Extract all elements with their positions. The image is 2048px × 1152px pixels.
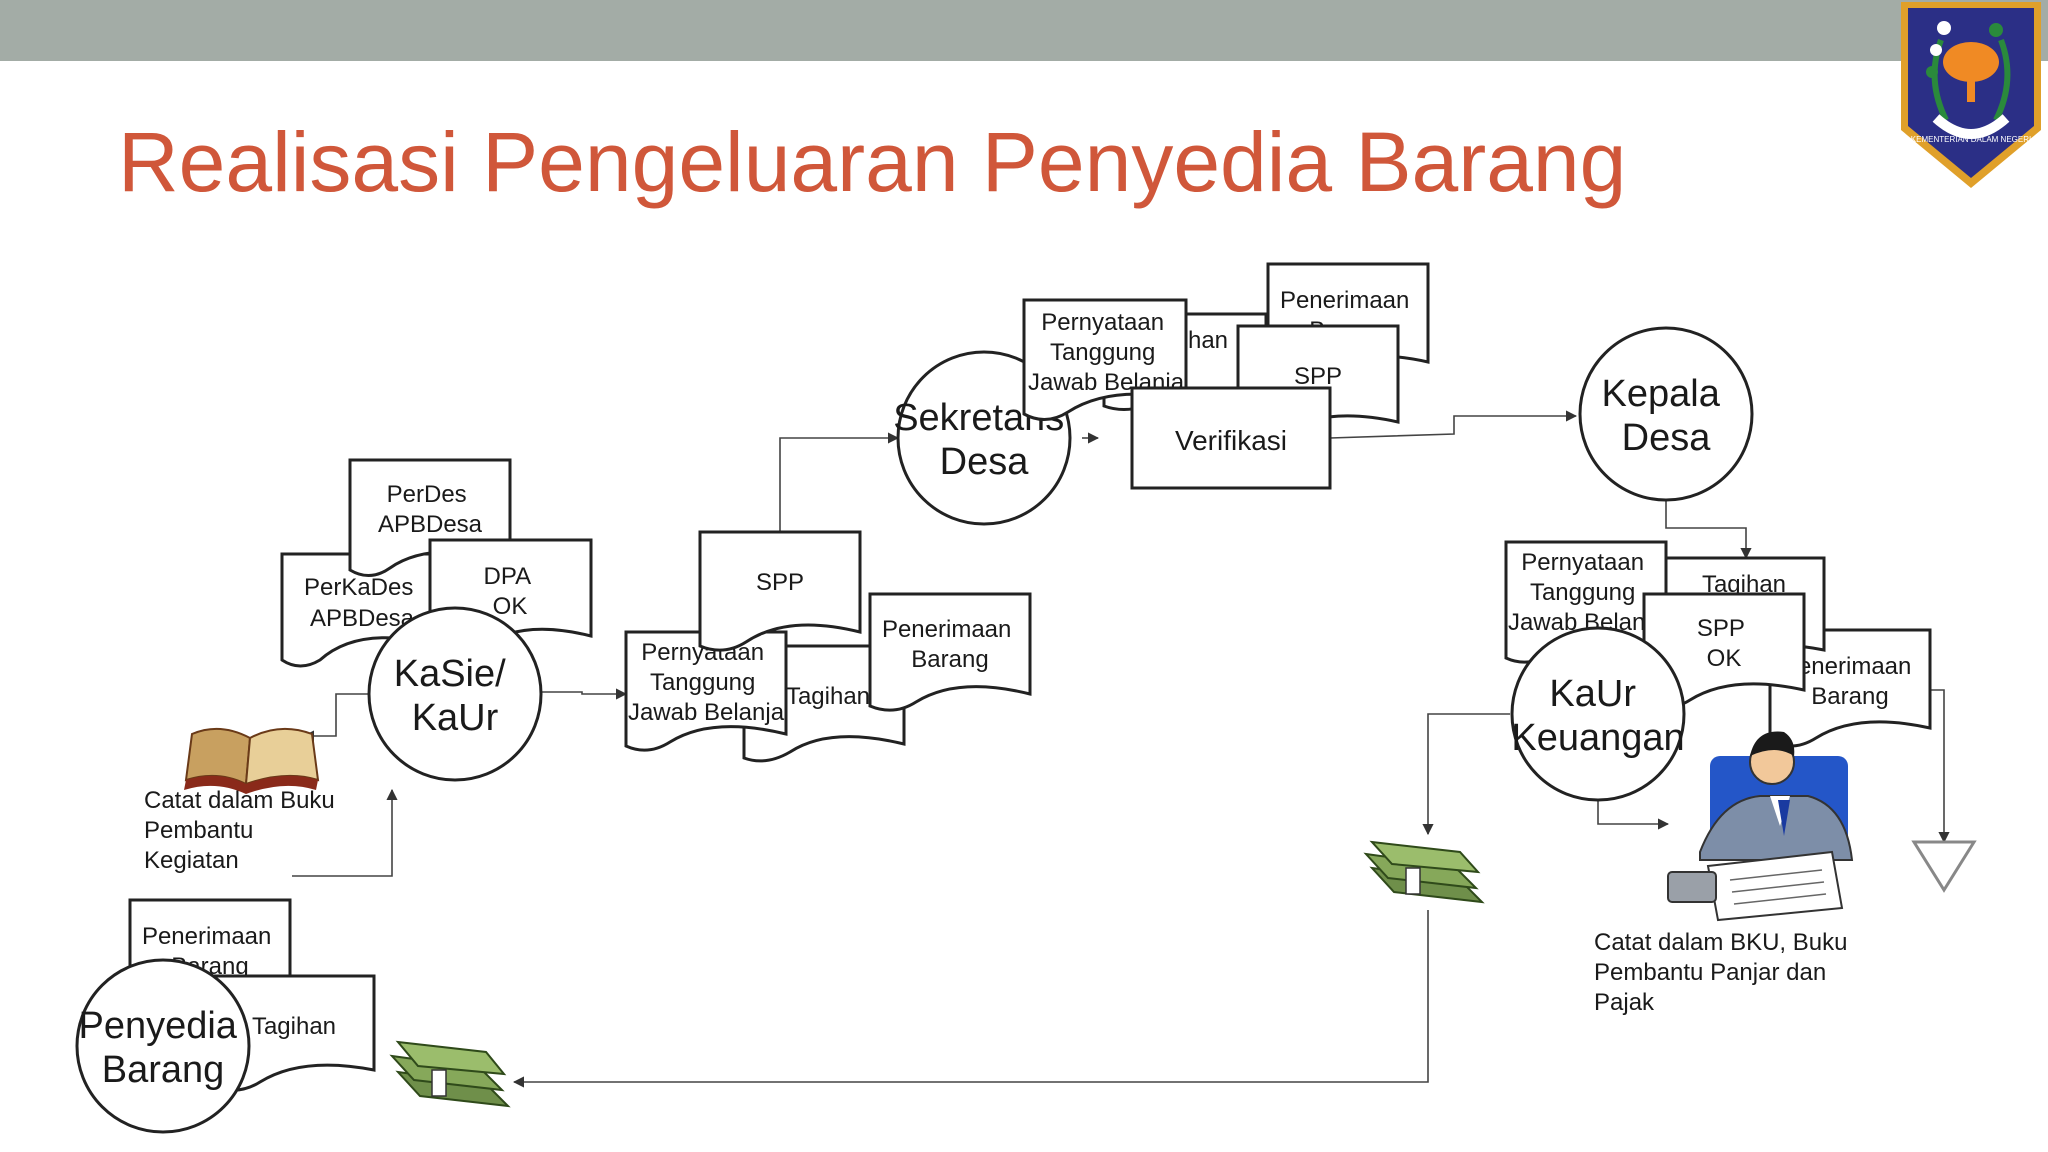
svg-text:DPA OK: DPA OK [484,563,537,620]
actor-penyedia-barang: Penyedia Barang [75,958,251,1134]
doc-pertanggungjawaban-right: Pernyataan Tanggung Jawab Belanja [1504,540,1668,664]
doc-verifikasi: Verifikasi [1130,386,1332,490]
top-banner [0,0,2048,61]
note-bku: Catat dalam BKU, Buku Pembantu Panjar da… [1594,929,1854,1016]
slide-title: Realisasi Pengeluaran Penyedia Barang [118,115,1627,209]
svg-text:Verifikasi: Verifikasi [1175,425,1287,456]
money-stack-icon [1363,840,1485,904]
svg-text:Pernyataan Tanggung: Pernyataan Tanggung Jawab Belanja [1028,309,1185,396]
doc-tagihan-bottom: Tagihan [212,974,376,1092]
svg-text:KaUr Keuangan: KaUr Keuangan [1511,673,1684,759]
svg-text:Penerimaan Barang: Penerimaan Barang [882,616,1018,673]
actor-kasie-kaur: KaSie/ KaUr [367,606,543,782]
doc-spp-middle: SPP [698,530,862,652]
actor-kepala-desa: Kepala Desa [1578,326,1754,502]
note-buku-pembantu: Catat dalam Buku Pembantu Kegiatan [144,787,341,874]
book-icon [184,727,320,794]
svg-text:SPP: SPP [1294,363,1342,390]
svg-text:Tagihan: Tagihan [252,1013,336,1040]
svg-text:SPP OK: SPP OK [1697,615,1751,672]
money-stack-icon [389,1040,511,1108]
clerk-with-calculator-icon [1667,731,1854,922]
svg-text:KaSie/ KaUr: KaSie/ KaUr [394,653,517,739]
svg-text:Penyedia Barang: Penyedia Barang [78,1005,247,1091]
doc-penerimaan-middle: Penerimaan Barang [868,592,1032,712]
connectors [292,410,1950,1088]
svg-text:Pernyataan Tanggung: Pernyataan Tanggung Jawab Belanja [1508,549,1665,636]
doc-spp-ok: SPP OK [1642,592,1806,710]
svg-text:Kepala Desa: Kepala Desa [1602,373,1731,459]
svg-text:PerDes APBDesa: PerDes APBDesa [378,481,483,538]
end-triangle-icon [1911,840,1977,893]
kemendagri-logo-icon: KEMENTERIAN DALAM NEGERI [1896,0,2046,195]
svg-text:PerKaDes APBDesa: PerKaDes APBDesa [304,574,420,632]
actor-kaur-keuangan: KaUr Keuangan [1510,626,1686,802]
logo-text: KEMENTERIAN DALAM NEGERI [1911,135,2031,144]
svg-text:SPP: SPP [756,569,804,596]
svg-text:Pernyataan Tanggung: Pernyataan Tanggung Jawab Belanja [628,639,785,726]
svg-text:Tagihan: Tagihan [786,683,870,710]
